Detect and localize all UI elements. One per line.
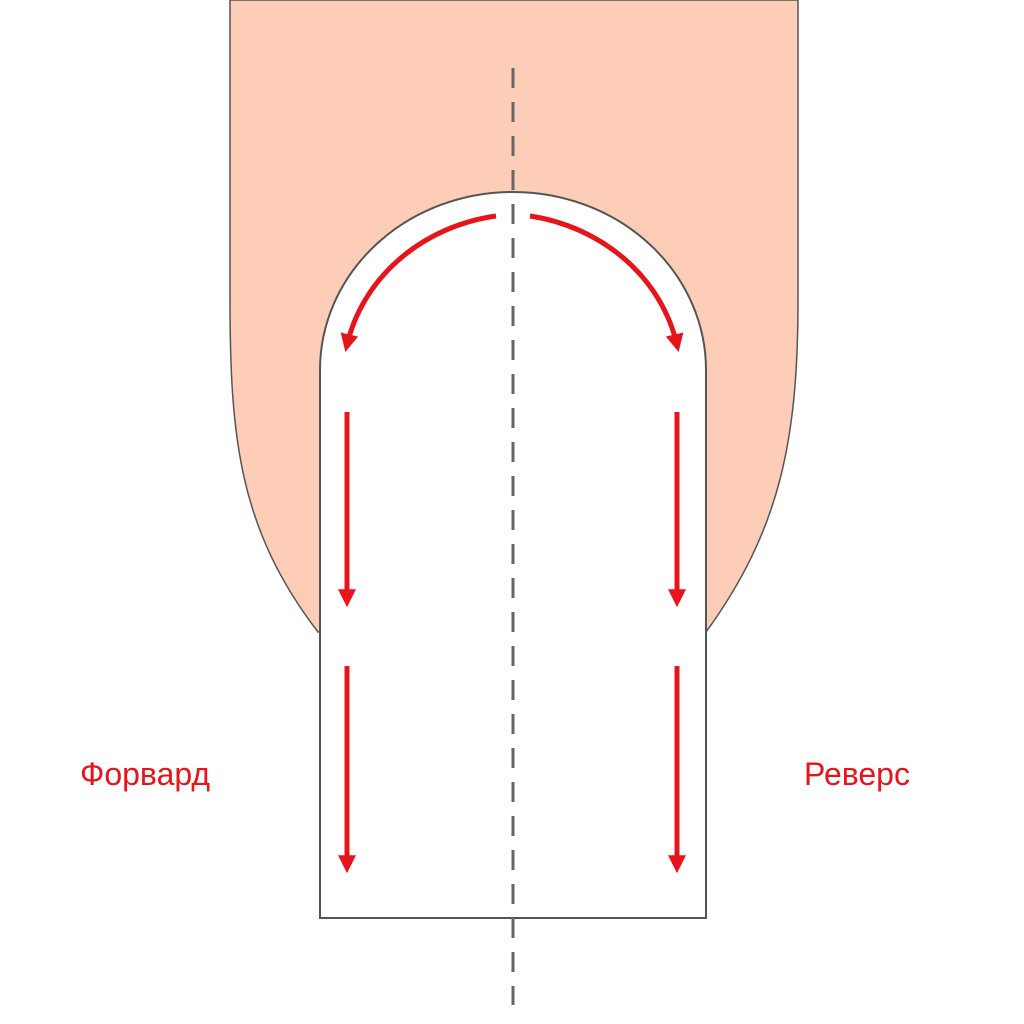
curved-arrow-icon [529,213,684,353]
curved-arrow-icon [340,213,497,353]
left-arrow-group [338,213,497,874]
forward-label: Форвард [80,756,211,792]
reverse-label: Реверс [804,756,910,792]
right-arrow-group [529,213,686,874]
